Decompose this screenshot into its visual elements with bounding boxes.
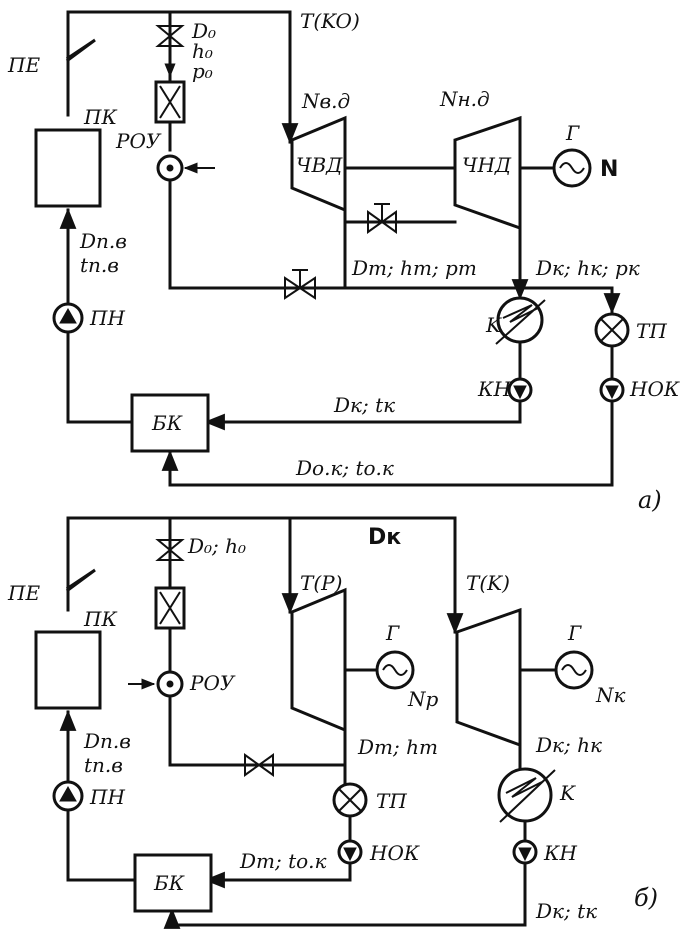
a-label-tp: ТП [636,319,667,343]
a-label-bk: БК [151,411,183,435]
a-label-k: K [485,313,502,337]
a-label-n-vd: Nв.д [301,89,350,113]
b-label-k: K [559,781,576,805]
b-nok-to-bk [208,861,352,882]
b-label-pk: ПК [83,607,117,631]
b-kn-pump-arrow [518,847,532,862]
a-label-tpv: tп.в [80,253,119,277]
a-steam-line-top [66,10,292,142]
b-label-bk: БК [153,871,185,895]
b-rou-nozzle-core [166,680,174,688]
b-pe-zigzag [65,568,96,593]
a-rou-cooler-cross [159,85,181,119]
a-label-pk: ПК [83,105,117,129]
a-condenser-coil [495,299,546,345]
b-steam-header [66,516,457,622]
a-label-dk-tk: Dк; tк [333,393,395,417]
b-label-tp: ТП [376,789,407,813]
a-label-dt-ht-pt: Dт; hт; pт [351,256,477,280]
a-label-n-nd: Nн.д [439,87,490,111]
a-bk-to-pn [66,330,134,424]
a-label-h0: h₀ [192,39,213,63]
labels-b: Dк D₀; h₀ ПЕ ПК T(P) T(K) Г Г Nр Nк РОУ … [7,525,658,923]
a-label-n: N [600,157,618,182]
a-throttle-valve-top [155,25,185,47]
b-label-t-p: T(P) [300,571,342,595]
b-label-dpv: Dп.в [83,729,131,753]
a-label-p0: p₀ [192,59,213,83]
b-label-tpv: tп.в [84,753,123,777]
a-label-pe: ПЕ [7,53,40,77]
b-label-dk-hk: Dк; hк [535,733,602,757]
labels-a: ПЕ ПК T(KO) D₀ h₀ p₀ РОУ Nв.д Nн.д ЧВД Ч… [7,9,680,514]
b-label-dt-ht: Dт; hт [357,735,438,759]
b-condenser [497,767,553,823]
scheme-a [34,10,630,487]
b-label-pn: ПН [89,785,125,809]
a-tp-cross [600,318,624,342]
a-kn-to-bk [208,399,522,424]
b-pk-boiler [34,630,102,710]
b-condenser-coil [499,769,556,823]
a-label-chvd: ЧВД [296,153,343,177]
a-label-pn: ПН [89,306,125,330]
b-label-nok: НОК [369,841,420,865]
b-rou-outlet [168,696,347,767]
a-label-d0: D₀ [191,19,216,43]
a-chvd-turbine [290,115,347,213]
a-valve-crossover-stem [374,203,390,222]
b-tp-turbine [290,587,347,733]
b-generator-1-wave [382,664,408,676]
b-tk-turbine [455,607,522,748]
b-label-d0-h0: D₀; h₀ [187,534,246,558]
b-label-dt-tok: Dт; tо.к [239,849,327,873]
a-rou-outlet-line [168,180,614,312]
a-rou-nozzle-core [166,164,174,172]
a-label-dpv: Dп.в [79,229,127,253]
a-valve-extraction-stem [292,269,308,288]
b-bk-tank [133,853,213,913]
a-kn-pump-arrow [513,385,527,400]
b-label-dk-tk: Dк; tк [535,899,597,923]
b-label-pe: ПЕ [7,581,40,605]
a-valve-crossover [367,210,397,234]
a-bk-tank [130,393,210,453]
a-label-dk-hk-pk: Dк; hк; pк [535,256,640,280]
a-label-chnd: ЧНД [462,153,512,177]
b-rou-cooler-cross [159,591,181,625]
b-tp-cross [338,788,362,812]
b-label-kn: КН [543,841,577,865]
a-pk-boiler [34,128,102,208]
a-label-dok-tok: Dо.к; tо.к [295,456,394,480]
a-nok-pump-arrow [605,385,619,400]
b-valve [244,753,274,777]
b-label-np: Nр [407,687,439,711]
a-caption: a) [638,486,662,514]
b-throttle-valve [155,539,185,561]
a-label-nok: НОК [629,377,680,401]
a-valve-extraction [284,276,316,300]
b-label-g1: Г [385,621,400,645]
b-caption: б) [634,884,658,912]
b-bk-to-pn [66,808,137,882]
b-label-t-k: T(K) [466,571,510,595]
a-label-rou: РОУ [115,129,162,153]
b-nok-pump-arrow [343,847,357,862]
b-label-nk: Nк [595,683,626,707]
b-label-rou: РОУ [189,671,236,695]
a-label-kn: КН [477,377,511,401]
b-pn-pump-arrow [59,785,77,802]
b-label-dk: Dк [368,525,401,550]
a-pn-pump-arrow [59,307,77,324]
b-label-g2: Г [567,621,582,645]
a-label-t-ko: T(KO) [300,9,360,33]
scheme-b [34,516,594,929]
a-pe-zigzag [65,38,96,63]
a-generator-wave [559,162,585,174]
b-generator-2-wave [561,664,587,676]
a-label-g: Г [565,121,580,145]
